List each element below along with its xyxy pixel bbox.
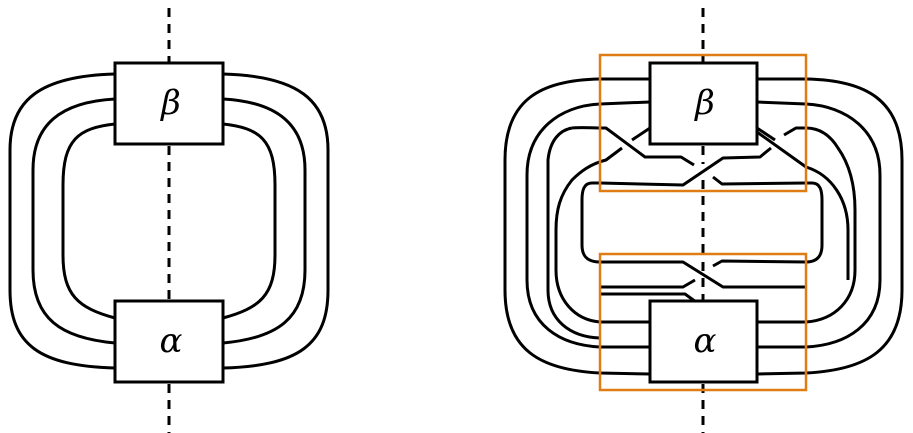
alpha-coupon-right xyxy=(648,299,759,384)
strand-outer-right xyxy=(222,72,330,370)
strand-cross-bottom-b xyxy=(712,259,807,268)
strand-1-left xyxy=(503,77,651,376)
strand-3-left xyxy=(631,126,651,142)
strand-inner-loop-left xyxy=(580,181,601,264)
strand-middle-right xyxy=(222,97,307,345)
strand-outer-left xyxy=(8,72,116,370)
strand-3-left-over xyxy=(571,126,695,167)
strand-3-left-under xyxy=(554,146,699,324)
strand-2-left xyxy=(525,100,651,349)
alpha-label-left: α xyxy=(160,321,183,361)
highlight-box-bottom xyxy=(598,252,808,392)
strand-inner-loop-right xyxy=(805,181,824,264)
strand-inner-right xyxy=(222,122,277,320)
strand-inner-left xyxy=(61,122,116,320)
strand-3-right-under xyxy=(756,130,807,169)
beta-coupon-left xyxy=(113,61,225,146)
beta-label-right: β xyxy=(693,83,715,123)
beta-coupon-right xyxy=(648,61,759,146)
strand-2-right xyxy=(756,100,882,349)
strand-1-right xyxy=(756,77,904,376)
strand-3-top-outer-left xyxy=(546,126,601,340)
strand-cross-bottom-c xyxy=(600,278,696,289)
highlight-box-top xyxy=(598,53,808,193)
alpha-coupon-left xyxy=(113,299,225,384)
beta-label-left: β xyxy=(159,83,181,123)
left-panel: β α xyxy=(8,8,330,433)
strand-3-right xyxy=(756,126,776,142)
strand-cross-bottom-a xyxy=(600,260,806,289)
right-panel: β α xyxy=(503,8,904,433)
strand-cross-top-a xyxy=(599,146,772,187)
strand-cross-top-b xyxy=(712,175,807,186)
strand-middle-left xyxy=(31,97,116,345)
strand-3-right-outer xyxy=(805,165,850,280)
alpha-label-right: α xyxy=(694,321,717,361)
